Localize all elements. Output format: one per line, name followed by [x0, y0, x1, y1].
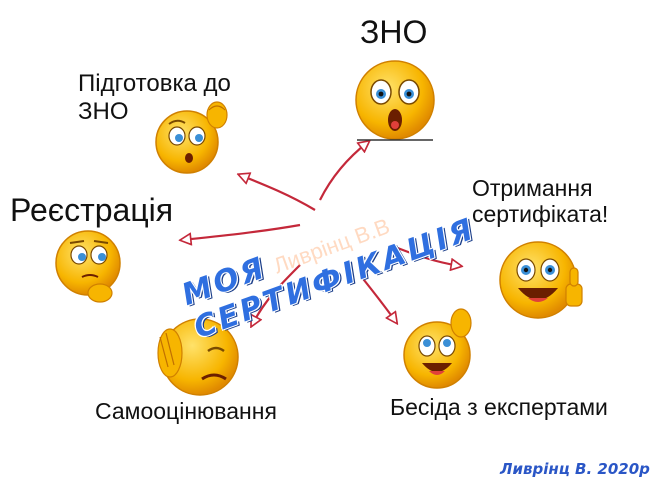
- surprised-emoji-icon: [355, 60, 435, 141]
- arrow-to-expert-talk: [359, 274, 396, 322]
- thumbs-up-emoji-icon: [499, 241, 583, 319]
- node-label-certificate: Отримання сертифіката!: [472, 175, 609, 228]
- happy-emoji-icon: [403, 308, 472, 389]
- author-credit: Ливрінц В. 2020р: [500, 460, 650, 478]
- arrows: [182, 142, 460, 325]
- arrow-to-preparation: [240, 175, 316, 211]
- arrow-to-zno: [319, 142, 368, 201]
- arrow-to-certificate: [389, 243, 460, 266]
- arrow-to-self-assessment: [252, 264, 301, 325]
- node-label-expert-talk: Бесіда з експертами: [390, 394, 608, 420]
- node-label-zno: ЗНО: [360, 14, 428, 50]
- facepalm-emoji-icon: [157, 318, 239, 396]
- node-label-preparation: Підготовка до ЗНО: [78, 70, 231, 125]
- node-label-registration: Реєстрація: [10, 192, 174, 228]
- shy-emoji-icon: [55, 230, 121, 303]
- node-label-self-assessment: Самооцінювання: [95, 398, 277, 424]
- thinking-emoji-icon: [155, 101, 228, 174]
- arrow-to-registration: [182, 223, 301, 240]
